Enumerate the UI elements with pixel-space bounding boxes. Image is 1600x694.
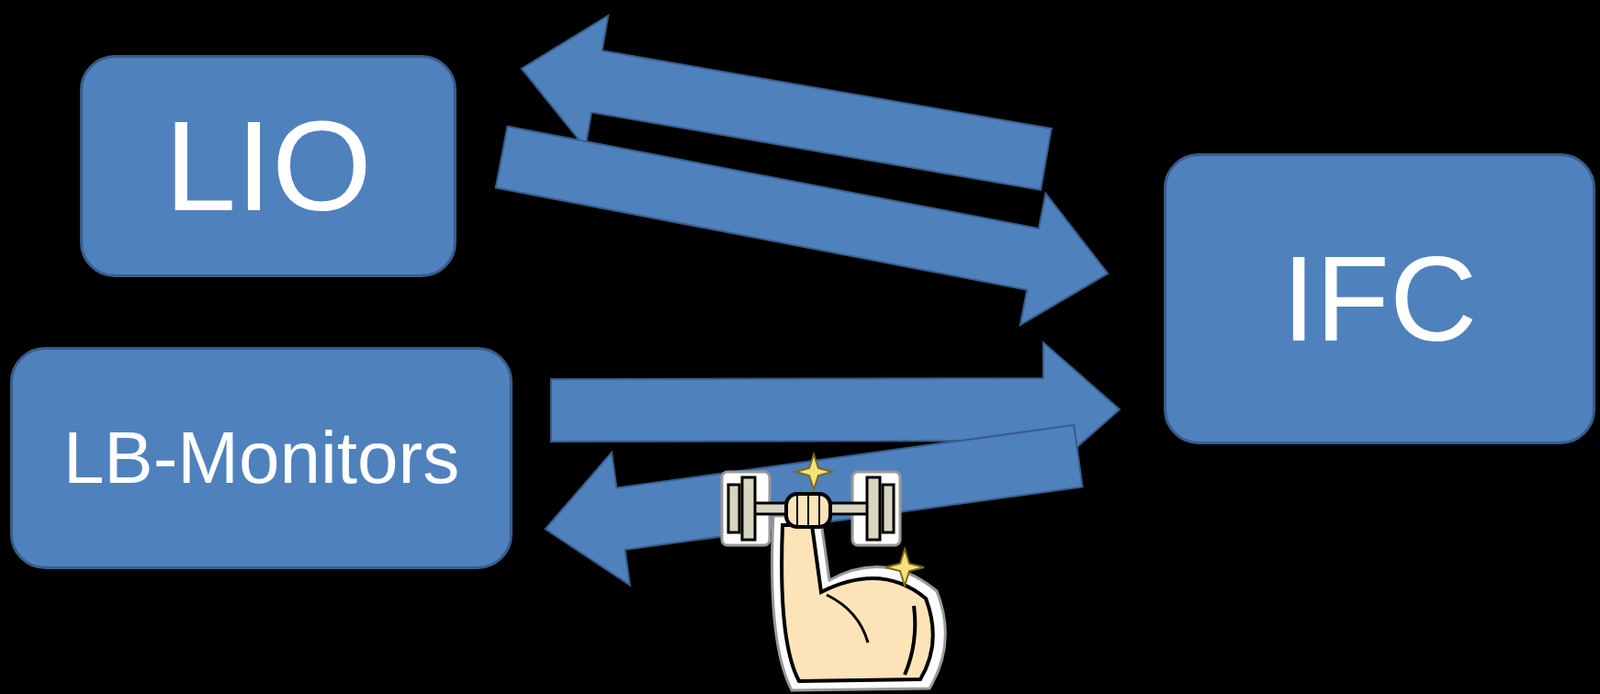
sparkle-stars [795, 454, 924, 586]
process-box: LB-Monitors [10, 347, 513, 570]
block-arrow [495, 126, 1108, 326]
box-label: IFC [1282, 238, 1478, 361]
process-box: LIO [79, 55, 457, 278]
box-label: LIO [164, 101, 372, 231]
process-box: IFC [1163, 153, 1596, 445]
box-label: LB-Monitors [63, 421, 460, 496]
